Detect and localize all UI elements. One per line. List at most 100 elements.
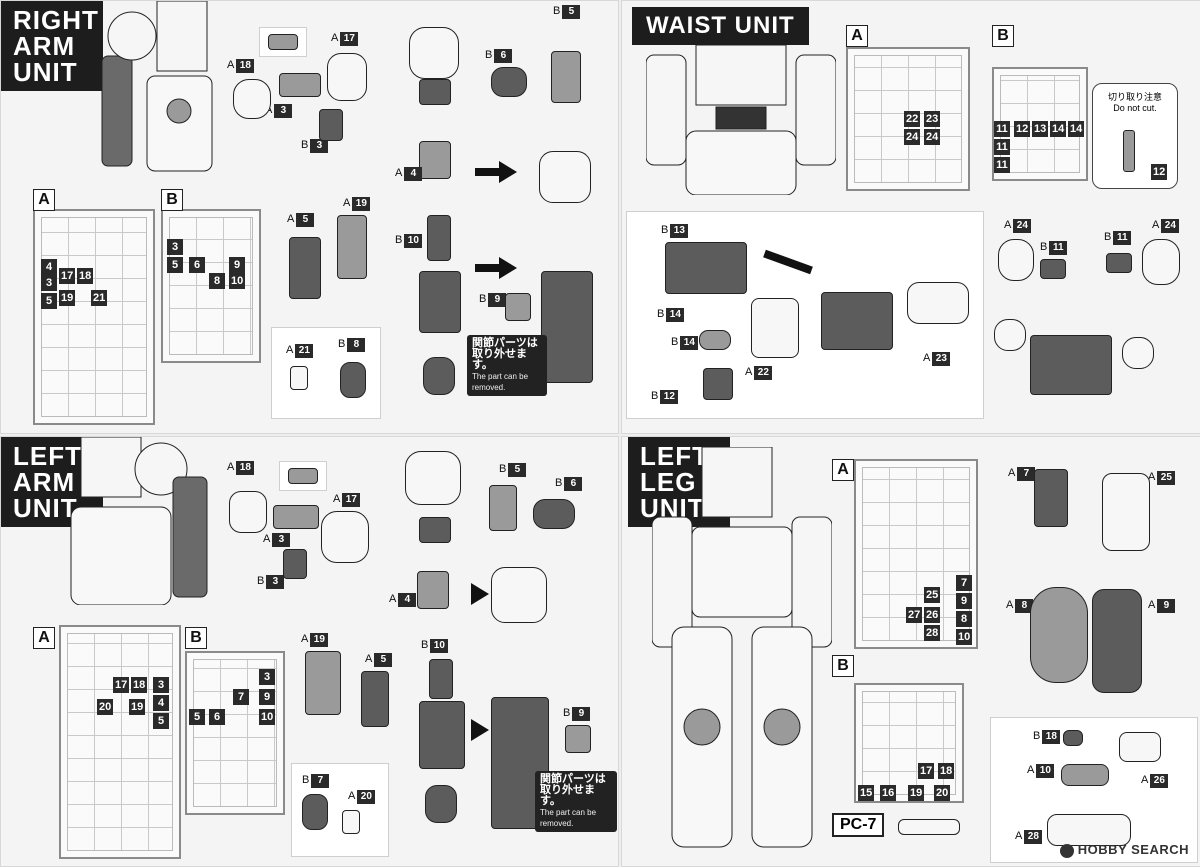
title-line: UNIT xyxy=(13,493,78,523)
part-shape xyxy=(1034,469,1068,527)
part-shape xyxy=(419,701,465,769)
part-shape xyxy=(1063,730,1083,746)
runner-b-label: B xyxy=(992,25,1014,47)
part-shape xyxy=(565,725,591,753)
caution-text-jp: 切り取り注意 xyxy=(1107,92,1162,102)
part-number: 6 xyxy=(209,709,225,725)
part-number: 14 xyxy=(1050,121,1067,137)
part-number: 11 xyxy=(994,157,1010,173)
part-number: 4 xyxy=(153,695,169,711)
part-number: 17 xyxy=(113,677,130,693)
part-shape xyxy=(994,319,1026,351)
part-number: 12 xyxy=(1151,164,1168,180)
waist-unit-panel: WAIST UNIT A 22 23 24 24 B 11 12 13 14 1… xyxy=(621,0,1200,434)
title-line: LEFT xyxy=(640,441,709,471)
part-number: 21 xyxy=(91,290,108,306)
part-shape xyxy=(699,330,731,350)
callout-box xyxy=(259,27,307,57)
part-shape xyxy=(327,53,367,101)
part-shape xyxy=(273,505,319,529)
part-shape xyxy=(1040,259,1066,279)
part-shape xyxy=(279,73,321,97)
pc-7-label: PC-7 xyxy=(832,813,885,837)
part-number: 3 xyxy=(259,669,275,685)
part-shape xyxy=(405,451,461,505)
part-shape xyxy=(1092,589,1142,693)
hobby-search-watermark: HOBBY SEARCH xyxy=(1059,842,1189,858)
part-shape xyxy=(340,362,366,398)
pc-part-shape xyxy=(898,819,960,835)
part-shape xyxy=(423,357,455,395)
part-number: 18 xyxy=(131,677,148,693)
part-number: 17 xyxy=(59,268,76,284)
part-shape xyxy=(288,468,318,484)
part-number: 9 xyxy=(229,257,245,273)
part-number: 14 xyxy=(1068,121,1085,137)
part-shape xyxy=(1047,814,1131,846)
part-shape xyxy=(1106,253,1132,273)
part-number: 23 xyxy=(924,111,941,127)
part-number: 9 xyxy=(259,689,275,705)
removable-note: 関節パーツは 取り外せます。 The part can be removed. xyxy=(535,771,617,832)
part-shape xyxy=(1061,764,1109,786)
robot-illustration xyxy=(61,437,211,606)
runner-a-label: A xyxy=(832,459,854,481)
part-number: 24 xyxy=(904,129,921,145)
part-shape xyxy=(1122,337,1154,369)
part-number: 5 xyxy=(153,713,169,729)
robot-illustration xyxy=(97,1,215,176)
part-number: 6 xyxy=(189,257,205,273)
part-number: 27 xyxy=(906,607,923,623)
part-shape xyxy=(229,491,267,533)
arrow-shaft xyxy=(475,168,499,176)
part-shape xyxy=(319,109,343,141)
runner-a-label: A xyxy=(33,627,55,649)
part-number: 25 xyxy=(924,587,941,603)
hobby-search-logo-icon xyxy=(1059,844,1074,858)
part-shape xyxy=(751,298,799,358)
part-number: 16 xyxy=(880,785,897,801)
part-shape xyxy=(283,549,307,579)
part-shape xyxy=(1142,239,1180,285)
part-shape xyxy=(290,366,308,390)
part-shape xyxy=(419,271,461,333)
left-leg-unit-panel: LEFT LEG UNIT A 7 25 9 27 26 8 28 10 B xyxy=(621,436,1200,867)
part-number: 7 xyxy=(956,575,972,591)
part-number: 17 xyxy=(918,763,935,779)
part-number: 10 xyxy=(229,273,246,289)
part-number: 5 xyxy=(41,293,57,309)
part-shape xyxy=(268,34,298,50)
part-shape xyxy=(409,27,459,79)
removable-note: 関節パーツは 取り外せます。 The part can be removed. xyxy=(467,335,547,396)
title-line: LEG xyxy=(640,467,697,497)
caution-text-en: Do not cut. xyxy=(1113,103,1157,113)
title-line: LEFT xyxy=(13,441,82,471)
part-number: 28 xyxy=(924,625,941,641)
runner-a xyxy=(33,209,155,425)
part-shape xyxy=(1030,587,1088,683)
runner-b-label: B xyxy=(161,189,183,211)
part-number: 3 xyxy=(167,239,183,255)
title-line: UNIT xyxy=(13,57,78,87)
